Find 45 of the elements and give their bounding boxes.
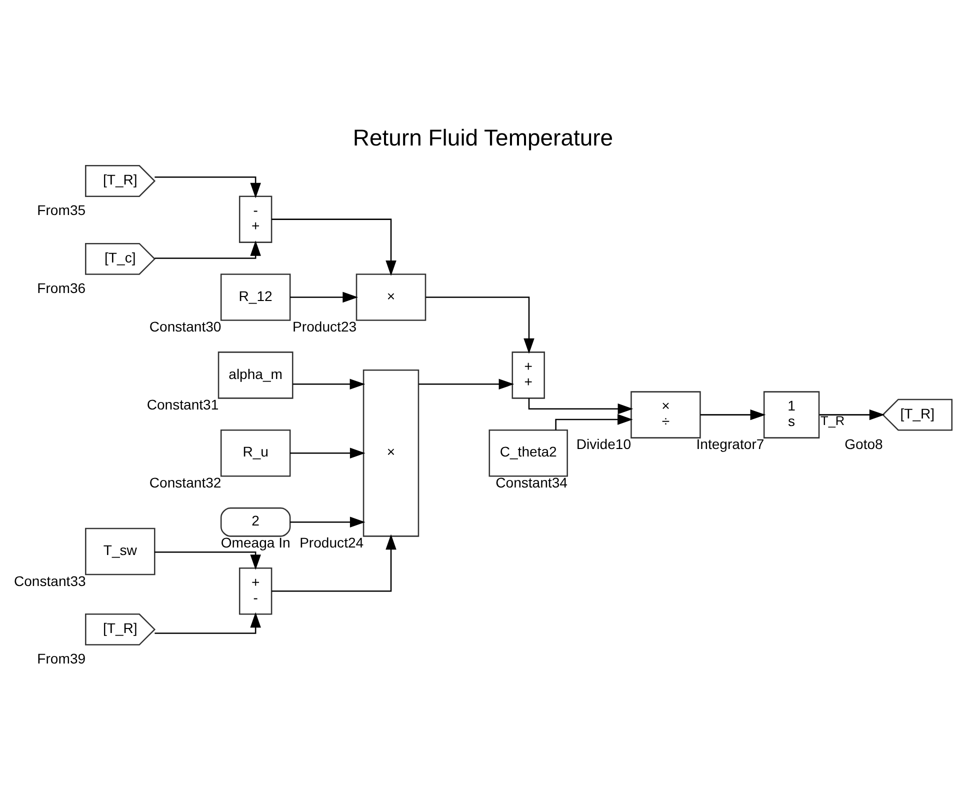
arrow: [290, 291, 358, 302]
node-box: 1 s: [762, 390, 820, 438]
node-box: C_theta2: [488, 429, 568, 476]
node-label: Product24: [299, 534, 364, 550]
arrow: [154, 240, 260, 258]
node-box: T_sw: [84, 527, 155, 575]
node-label: From39: [36, 650, 86, 666]
edge-label: T_R: [820, 412, 844, 428]
node-label: Constant31: [146, 396, 218, 412]
node-label: From36: [36, 280, 86, 296]
node-box: + -: [238, 566, 272, 614]
node-box: ×: [355, 273, 426, 320]
arrow: [528, 398, 633, 414]
node-label: Divide10: [576, 436, 631, 452]
node-label: Goto8: [844, 436, 882, 452]
arrow: [700, 408, 766, 420]
node-box: R_12: [220, 273, 290, 320]
arrow: [418, 378, 514, 390]
node-box: × ÷: [630, 390, 700, 438]
node-box: R_u: [220, 429, 290, 476]
arrow: [290, 447, 365, 458]
node-box: 2: [220, 506, 290, 536]
node-label: Product23: [292, 318, 356, 334]
arrow: [425, 296, 534, 354]
arrow: [154, 176, 260, 198]
arrow: [271, 534, 396, 592]
node-box: alpha_m: [217, 351, 293, 398]
node-label: Integrator7: [696, 436, 764, 452]
node-box: - +: [238, 195, 272, 242]
node-label: Constant34: [495, 474, 567, 490]
node-label: Constant30: [148, 318, 221, 334]
arrow: [290, 516, 365, 527]
arrow: [271, 218, 396, 276]
arrow: [554, 414, 632, 430]
node-box: ×: [362, 368, 419, 536]
node-box: + +: [511, 351, 544, 398]
arrow: [292, 378, 365, 390]
arrow: [154, 551, 260, 570]
node-label: Constant32: [148, 474, 221, 490]
arrow: [818, 408, 884, 420]
node-label: Constant33: [13, 572, 86, 588]
node-label: From35: [36, 202, 86, 218]
arrow: [154, 612, 260, 634]
diagram-title: Return Fluid Temperature: [352, 124, 613, 150]
node-label: Omeaga In: [220, 534, 290, 550]
